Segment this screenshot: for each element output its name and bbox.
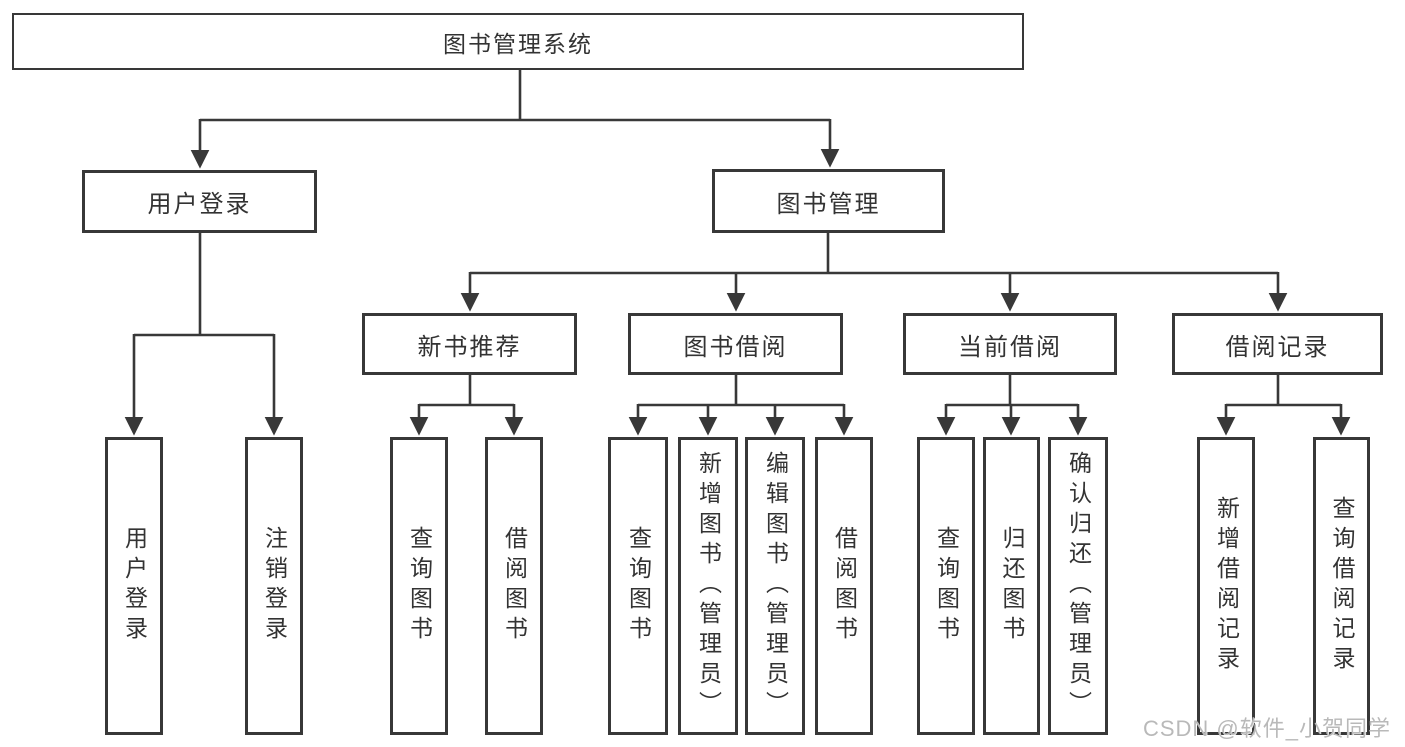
node-book-management: 图书管理 xyxy=(712,169,945,233)
node-book-borrowing-label: 图书借阅 xyxy=(683,333,788,361)
node-user-login: 用户登录 xyxy=(82,170,317,233)
node-borrowing-records-label: 借阅记录 xyxy=(1225,333,1330,361)
node-current-borrowing-label: 当前借阅 xyxy=(958,333,1062,361)
leaf-query-borrow-record: 查询借阅记录 xyxy=(1313,437,1370,735)
leaf-return-books-label: 归还图书 xyxy=(999,526,1025,646)
leaf-edit-books-admin: 编辑图书（管理员） xyxy=(745,437,805,735)
leaf-query-books-3-label: 查询图书 xyxy=(933,526,960,646)
leaf-add-books-admin: 新增图书（管理员） xyxy=(678,437,738,735)
leaf-query-books-2-label: 查询图书 xyxy=(625,526,652,646)
leaf-query-borrow-record-label: 查询借阅记录 xyxy=(1329,496,1355,676)
node-root-label: 图书管理系统 xyxy=(443,30,593,57)
leaf-edit-books-admin-label: 编辑图书（管理员） xyxy=(762,451,789,721)
leaf-user-login: 用户登录 xyxy=(105,437,163,735)
node-user-login-label: 用户登录 xyxy=(147,191,252,218)
leaf-return-books: 归还图书 xyxy=(983,437,1040,735)
leaf-query-books-1-label: 查询图书 xyxy=(406,526,433,646)
csdn-watermark: CSDN @软件_小贺同学 xyxy=(1142,716,1391,741)
node-book-borrowing: 图书借阅 xyxy=(628,313,843,375)
leaf-add-borrow-record-label: 新增借阅记录 xyxy=(1213,496,1240,676)
leaf-user-login-label: 用户登录 xyxy=(121,526,148,646)
node-book-management-label: 图书管理 xyxy=(776,190,881,218)
leaf-query-books-1: 查询图书 xyxy=(390,437,448,735)
node-new-book-recommendation: 新书推荐 xyxy=(362,313,577,375)
leaf-borrow-books-2: 借阅图书 xyxy=(815,437,873,735)
leaf-add-borrow-record: 新增借阅记录 xyxy=(1197,437,1255,735)
leaf-borrow-books-2-label: 借阅图书 xyxy=(831,526,858,646)
leaf-logout-label: 注销登录 xyxy=(261,526,288,646)
node-new-book-recommendation-label: 新书推荐 xyxy=(417,333,522,361)
leaf-add-books-admin-label: 新增图书（管理员） xyxy=(695,451,722,721)
leaf-confirm-return-admin: 确认归还（管理员） xyxy=(1048,437,1108,735)
leaf-confirm-return-admin-label: 确认归还（管理员） xyxy=(1065,451,1092,721)
leaf-borrow-books-1-label: 借阅图书 xyxy=(501,526,528,646)
leaf-query-books-3: 查询图书 xyxy=(917,437,975,735)
leaf-logout: 注销登录 xyxy=(245,437,303,735)
leaf-borrow-books-1: 借阅图书 xyxy=(485,437,543,735)
node-borrowing-records: 借阅记录 xyxy=(1172,313,1383,375)
node-current-borrowing: 当前借阅 xyxy=(903,313,1117,375)
node-root: 图书管理系统 xyxy=(12,13,1024,70)
leaf-query-books-2: 查询图书 xyxy=(608,437,668,735)
